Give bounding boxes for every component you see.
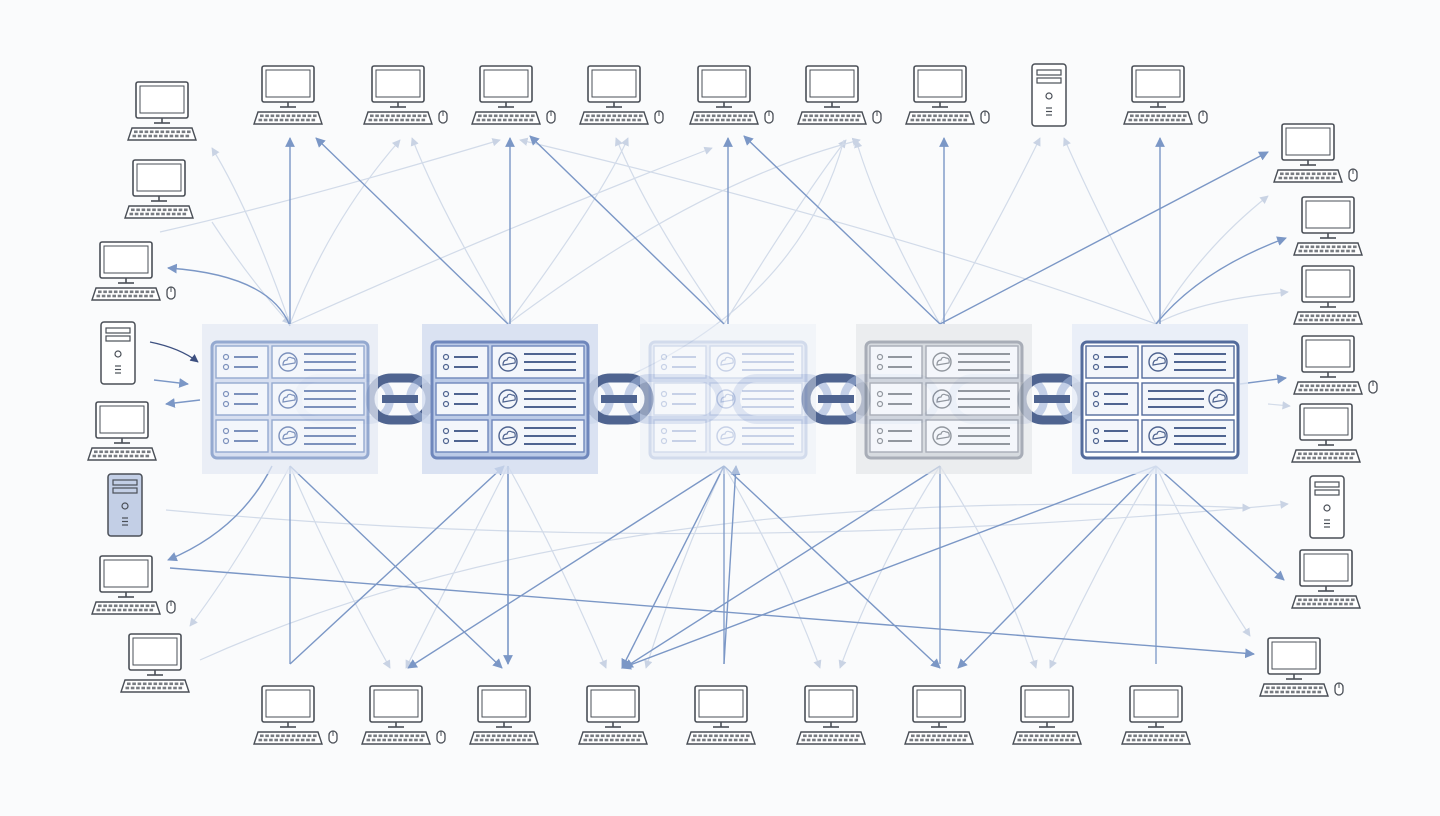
desktop-computer-icon bbox=[1012, 685, 1082, 745]
tower-server-icon bbox=[1031, 63, 1067, 127]
desktop-computer-icon bbox=[578, 685, 648, 745]
block-2 bbox=[422, 324, 598, 474]
desktop-computer-icon bbox=[87, 401, 157, 461]
desktop-computer-icon bbox=[120, 633, 190, 693]
block-4 bbox=[856, 324, 1032, 474]
desktop-computer-icon bbox=[91, 555, 176, 615]
desktop-computer-icon bbox=[1259, 637, 1344, 697]
tower-server-icon bbox=[107, 473, 143, 537]
server-rack-icon bbox=[1085, 345, 1235, 453]
tower-server-icon bbox=[1309, 475, 1345, 539]
desktop-computer-icon bbox=[904, 685, 974, 745]
block-1 bbox=[202, 324, 378, 474]
desktop-computer-icon bbox=[1121, 685, 1191, 745]
primary-connection-lines bbox=[149, 135, 1287, 670]
desktop-computer-icon bbox=[579, 65, 664, 125]
server-rack-icon bbox=[869, 345, 1019, 453]
desktop-computer-icon bbox=[1291, 549, 1361, 609]
desktop-computer-icon bbox=[253, 65, 323, 125]
desktop-computer-icon bbox=[1293, 196, 1363, 256]
tower-server-icon bbox=[100, 321, 136, 385]
desktop-computer-icon bbox=[1291, 403, 1361, 463]
desktop-computer-icon bbox=[1293, 265, 1363, 325]
block-3 bbox=[640, 324, 816, 474]
desktop-computer-icon bbox=[905, 65, 990, 125]
desktop-computer-icon bbox=[471, 65, 556, 125]
network-nodes bbox=[87, 63, 1378, 745]
desktop-computer-icon bbox=[253, 685, 338, 745]
desktop-computer-icon bbox=[689, 65, 774, 125]
desktop-computer-icon bbox=[796, 685, 866, 745]
desktop-computer-icon bbox=[1293, 335, 1378, 395]
desktop-computer-icon bbox=[1273, 123, 1358, 183]
desktop-computer-icon bbox=[127, 81, 197, 141]
desktop-computer-icon bbox=[361, 685, 446, 745]
desktop-computer-icon bbox=[124, 159, 194, 219]
desktop-computer-icon bbox=[91, 241, 176, 301]
server-rack-icon bbox=[653, 345, 803, 453]
server-rack-icon bbox=[215, 345, 365, 453]
desktop-computer-icon bbox=[797, 65, 882, 125]
server-rack-icon bbox=[435, 345, 585, 453]
block-5 bbox=[1072, 324, 1248, 474]
faint-connection-lines bbox=[159, 137, 1291, 669]
block-chain bbox=[202, 324, 1248, 474]
desktop-computer-icon bbox=[686, 685, 756, 745]
desktop-computer-icon bbox=[1123, 65, 1208, 125]
desktop-computer-icon bbox=[469, 685, 539, 745]
desktop-computer-icon bbox=[363, 65, 448, 125]
